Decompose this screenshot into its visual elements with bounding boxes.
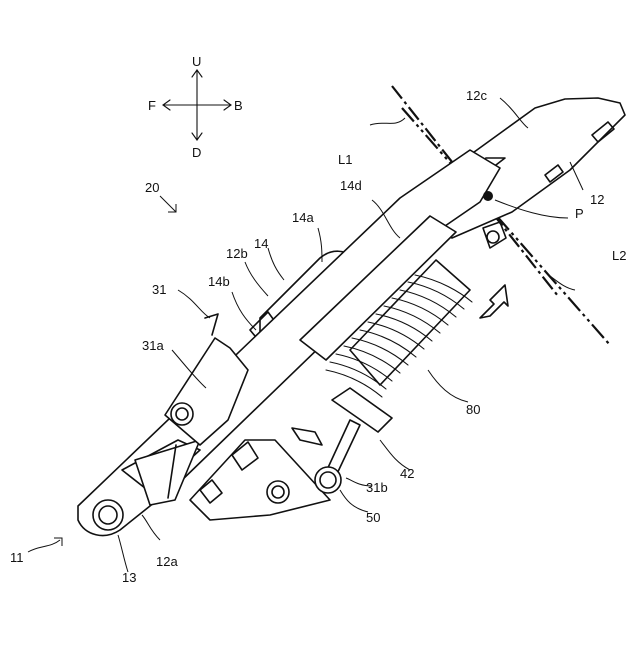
- label-l1: L1: [338, 152, 352, 167]
- lower-bolt-outer: [267, 481, 289, 503]
- pivot-bolt-13: [93, 500, 123, 530]
- label-50: 50: [366, 510, 380, 525]
- label-31a: 31a: [142, 338, 164, 353]
- label-14a: 14a: [292, 210, 314, 225]
- frame-pin: [487, 231, 499, 243]
- pin-50-outer: [315, 467, 341, 493]
- label-42: 42: [400, 466, 414, 481]
- label-14d: 14d: [340, 178, 362, 193]
- label-14: 14: [254, 236, 268, 251]
- label-12a: 12a: [156, 554, 178, 569]
- label-12: 12: [590, 192, 604, 207]
- compass-label-back: B: [234, 98, 243, 113]
- direction-compass: U D F B: [148, 54, 243, 160]
- label-31b: 31b: [366, 480, 388, 495]
- label-12c: 12c: [466, 88, 487, 103]
- label-11: 11: [10, 550, 24, 565]
- label-80: 80: [466, 402, 480, 417]
- bracket-tab: [205, 314, 218, 335]
- compass-label-front: F: [148, 98, 156, 113]
- intersection-point-p: [483, 191, 493, 201]
- bracket-bolt-outer: [171, 403, 193, 425]
- compass-label-up: U: [192, 54, 201, 69]
- label-l2: L2: [612, 248, 626, 263]
- label-14b: 14b: [208, 274, 230, 289]
- label-p: P: [575, 206, 584, 221]
- label-12b: 12b: [226, 246, 248, 261]
- spring-seat: [332, 388, 392, 432]
- label-13: 13: [122, 570, 136, 585]
- movement-arrow-icon: [480, 285, 508, 318]
- label-31: 31: [152, 282, 166, 297]
- compass-label-down: D: [192, 145, 201, 160]
- label-20: 20: [145, 180, 159, 195]
